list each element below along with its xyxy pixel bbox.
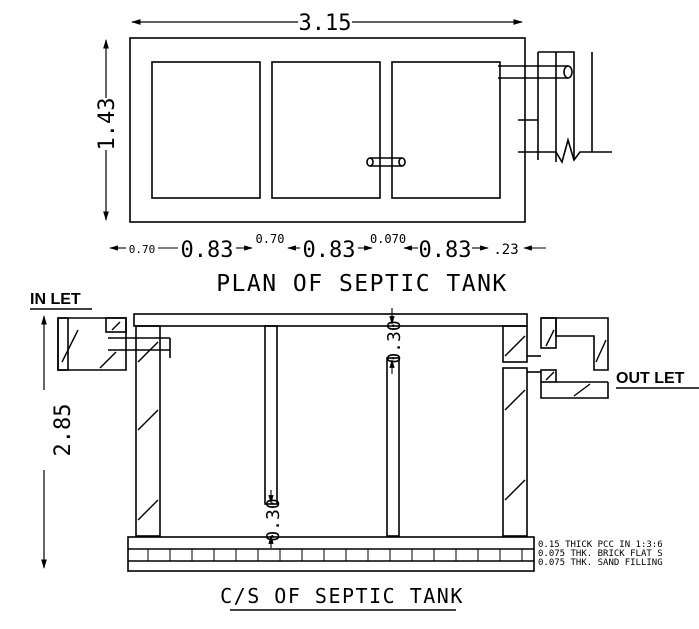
brick-flat-ticks xyxy=(147,549,523,561)
cover-slab xyxy=(133,313,528,327)
plan-dim-partition-2: 0.070 xyxy=(370,232,406,246)
plan-dim-partition-1: 0.70 xyxy=(256,232,285,246)
plan-width-label: 1.43 xyxy=(95,98,120,151)
plan-outlet-wall xyxy=(518,51,612,165)
plan-width-dimension: 1.43 xyxy=(95,39,120,221)
plan-title: PLAN OF SEPTIC TANK xyxy=(216,271,508,297)
base-layer-note-3: 0.075 THK. SAND FILLING xyxy=(538,558,663,568)
plan-length-label: 3.15 xyxy=(299,11,352,36)
plan-view xyxy=(129,37,612,223)
plan-dim-wall-left: 0.70 xyxy=(129,243,156,256)
baffle-hanging xyxy=(264,325,278,505)
plan-dim-wall-right: .23 xyxy=(493,242,518,258)
inlet-label: IN LET xyxy=(30,291,81,308)
depth-label: 2.85 xyxy=(51,404,76,457)
base-layer-note-1: 0.15 THICK PCC IN 1:3:6 xyxy=(538,540,663,550)
plan-chamber-2 xyxy=(271,61,381,199)
right-wall-upper xyxy=(502,325,528,363)
plan-chamber-3 xyxy=(391,61,501,199)
section-hatching xyxy=(61,321,607,521)
outlet-label: OUT LET xyxy=(616,370,685,387)
plan-connecting-pipe xyxy=(366,157,406,167)
outlet-chamber xyxy=(541,317,609,371)
base-slab xyxy=(127,536,535,572)
baffle-gap-top-label: 0.30 xyxy=(384,320,405,363)
base-layer-note-2: 0.075 THK. BRICK FLAT S xyxy=(538,549,663,559)
plan-outer-wall xyxy=(129,37,526,223)
plan-length-dimension: 3.15 xyxy=(131,11,523,36)
plan-dim-chamber-3: 0.83 xyxy=(419,238,472,263)
plan-dim-chamber-2: 0.83 xyxy=(303,238,356,263)
plan-chamber-1 xyxy=(151,61,261,199)
plan-outlet-pipe xyxy=(498,65,573,79)
left-wall xyxy=(135,325,161,537)
baffle-standing xyxy=(386,357,400,537)
baffle-gap-dims xyxy=(268,308,395,548)
right-wall-lower xyxy=(502,367,528,537)
baffle-gap-bottom-label: 0.30 xyxy=(263,498,284,541)
plan-dim-chamber-1: 0.83 xyxy=(181,238,234,263)
section-view xyxy=(57,313,609,572)
section-title: C/S OF SEPTIC TANK xyxy=(220,584,464,608)
depth-dimension: 2.85 xyxy=(41,315,76,569)
